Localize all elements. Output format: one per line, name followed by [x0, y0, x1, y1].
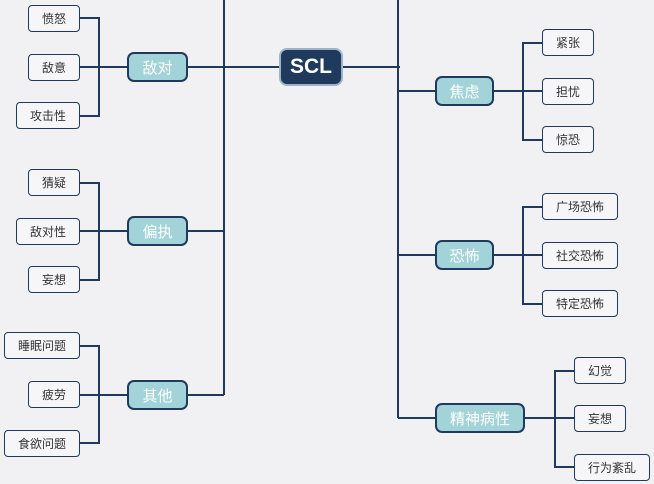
leaf-social-phobia[interactable]: 社交恐怖	[542, 242, 618, 269]
leaf-worry[interactable]: 担忧	[542, 78, 594, 105]
node-anxiety[interactable]: 焦虑	[435, 76, 494, 106]
node-phobia[interactable]: 恐怖	[435, 240, 494, 270]
leaf-delusion-right[interactable]: 妄想	[574, 405, 626, 432]
root-node[interactable]: SCL	[279, 48, 343, 86]
leaf-fatigue[interactable]: 疲劳	[28, 381, 80, 408]
leaf-antagonism[interactable]: 敌对性	[16, 218, 80, 245]
leaf-suspicion[interactable]: 猜疑	[28, 169, 80, 196]
leaf-panic[interactable]: 惊恐	[542, 126, 594, 153]
node-other[interactable]: 其他	[127, 380, 188, 410]
leaf-agoraphobia[interactable]: 广场恐怖	[542, 193, 618, 220]
leaf-hostility[interactable]: 敌意	[28, 54, 80, 81]
node-psychoticism[interactable]: 精神病性	[435, 403, 525, 433]
leaf-aggression[interactable]: 攻击性	[16, 102, 80, 129]
leaf-appetite[interactable]: 食欲问题	[4, 430, 80, 457]
leaf-hallucination[interactable]: 幻觉	[574, 357, 626, 384]
leaf-sleep[interactable]: 睡眠问题	[4, 332, 80, 359]
leaf-disorganized-behavior[interactable]: 行为紊乱	[574, 454, 650, 481]
leaf-specific-phobia[interactable]: 特定恐怖	[542, 290, 618, 317]
leaf-tension[interactable]: 紧张	[542, 29, 594, 56]
node-paranoia[interactable]: 偏执	[127, 216, 188, 246]
leaf-delusion-left[interactable]: 妄想	[28, 266, 80, 293]
node-hostility[interactable]: 敌对	[127, 52, 188, 82]
leaf-anger[interactable]: 愤怒	[28, 5, 80, 32]
